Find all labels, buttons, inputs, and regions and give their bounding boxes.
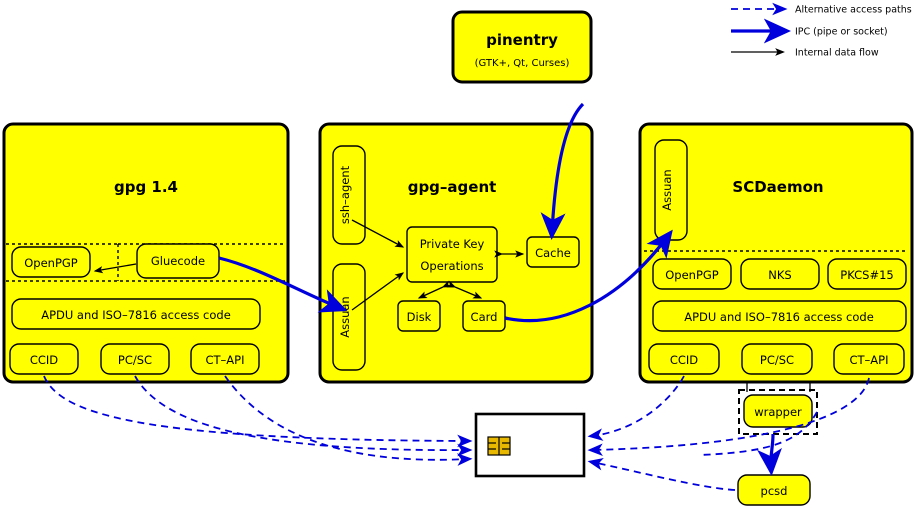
scdaemon-driver-ctapi-label: CT–API: [850, 353, 889, 367]
legend: Alternative access paths IPC (pipe or so…: [731, 2, 912, 59]
scdaemon-driver-ctapi-box[interactable]: [833, 343, 905, 375]
gpg-agent-disk-label: Disk: [407, 310, 432, 324]
pko-card-arrow: [446, 280, 483, 299]
smartcard[interactable]: [474, 412, 586, 478]
scdaemon-app-pkcs15-label: PKCS#15: [840, 268, 893, 282]
agent-to-scdaemon-ipc-arrow: [504, 229, 673, 323]
pinentry-subtitle: (GTK+, Qt, Curses): [475, 58, 570, 69]
gpg-driver-ctapi-box[interactable]: [190, 343, 260, 375]
scdaemon-app-openpgp-box[interactable]: [652, 258, 732, 290]
gpg-dotted-region: [6, 243, 286, 282]
assuan-to-pko-arrow: [351, 272, 405, 311]
pcsd-group[interactable]: pcsd: [737, 474, 811, 506]
scdaemon-app-nks-label: NKS: [768, 268, 791, 282]
gluecode-to-openpgp-arrow: [93, 263, 137, 274]
gpg-to-agent-ipc-arrow: [218, 256, 348, 313]
pcsd-to-card-path: [587, 458, 736, 491]
gpg-agent-ssh-agent-box[interactable]: [332, 145, 366, 245]
gpg-openpgp-label: OpenPGP: [24, 256, 78, 270]
gpg-gluecode-box[interactable]: [136, 243, 220, 279]
scdaemon-ctapi-to-card-path: [587, 377, 870, 457]
gpg-driver-pcsc-label: PC/SC: [118, 353, 152, 367]
scdaemon-app-nks-box[interactable]: [740, 258, 820, 290]
gpg-gluecode-label: Gluecode: [151, 254, 205, 268]
pinentry-rect: [451, 10, 593, 84]
gpg-agent-card-box[interactable]: [462, 300, 506, 332]
gpg-box[interactable]: gpg 1.4 OpenPGP Gluecode APDU and ISO–78…: [2, 122, 290, 384]
gpg-driver-ctapi-label: CT–API: [206, 353, 245, 367]
pinentry-box[interactable]: pinentry (GTK+, Qt, Curses): [451, 10, 593, 84]
scdaemon-driver-ccid-label: CCID: [670, 353, 698, 367]
pinentry-title: pinentry: [486, 31, 558, 49]
ssh-agent-to-pko-arrow: [351, 219, 405, 248]
scdaemon-ccid-to-card-path: [587, 375, 685, 441]
gpg-agent-card-label: Card: [471, 310, 498, 324]
scdaemon-apdu-label: APDU and ISO–7816 access code: [684, 310, 874, 324]
wrapper-box[interactable]: [743, 394, 813, 428]
gpg-agent-box[interactable]: gpg–agent ssh–agent Assuan Private Key O…: [318, 122, 594, 384]
gpg-openpgp-box[interactable]: [11, 246, 91, 278]
legend-label-internal-flow: Internal data flow: [795, 48, 879, 59]
gpg-agent-disk-box[interactable]: [397, 300, 441, 332]
scdaemon-title: SCDaemon: [732, 178, 823, 196]
gpg-apdu-label: APDU and ISO–7816 access code: [41, 308, 231, 322]
wrapper-label: wrapper: [754, 405, 802, 419]
gpg-pcsc-to-card-path: [134, 375, 473, 457]
scdaemon-driver-pcsc-label: PC/SC: [760, 353, 794, 367]
wrapper-to-pcsd-alt-path: [699, 411, 818, 456]
private-key-operations-box[interactable]: [406, 226, 498, 283]
gpg-agent-to-pinentry-ipc-arrow: [540, 102, 585, 240]
scdaemon-app-pkcs15-box[interactable]: [827, 258, 907, 290]
gpg-driver-pcsc-box[interactable]: [100, 343, 170, 375]
wrapper-group[interactable]: wrapper: [738, 382, 818, 435]
scdaemon-apdu-box[interactable]: [652, 300, 907, 332]
wrapper-to-pcsd-ipc-arrow: [757, 433, 782, 476]
scdaemon-app-openpgp-label: OpenPGP: [665, 268, 719, 282]
scdaemon-driver-pcsc-box[interactable]: [741, 343, 813, 375]
gpg-title: gpg 1.4: [114, 178, 178, 196]
gpg-driver-ccid-label: CCID: [30, 353, 58, 367]
gpg-driver-ccid-box[interactable]: [9, 343, 79, 375]
gpg-ccid-to-card-path: [43, 375, 473, 448]
gpg-agent-title: gpg–agent: [408, 178, 497, 196]
legend-label-alt-paths: Alternative access paths: [795, 5, 912, 16]
gpg-agent-assuan-label: Assuan: [338, 296, 352, 337]
pko-disk-arrow: [417, 280, 452, 299]
gpg-agent-cache-label: Cache: [535, 246, 571, 260]
gpg-apdu-box[interactable]: [11, 298, 261, 330]
private-key-operations-line2: Operations: [420, 259, 483, 273]
gpg-agent-ssh-agent-label: ssh–agent: [338, 165, 352, 224]
scdaemon-box[interactable]: SCDaemon Assuan OpenPGP NKS PKCS#15 APDU…: [638, 122, 914, 384]
scdaemon-driver-ccid-box[interactable]: [648, 343, 720, 375]
private-key-operations-line1: Private Key: [420, 237, 485, 251]
gpg-ctapi-to-card-path: [224, 375, 473, 466]
scdaemon-assuan-label: Assuan: [660, 169, 674, 210]
legend-label-ipc: IPC (pipe or socket): [795, 27, 888, 38]
pcsd-label: pcsd: [761, 484, 788, 498]
